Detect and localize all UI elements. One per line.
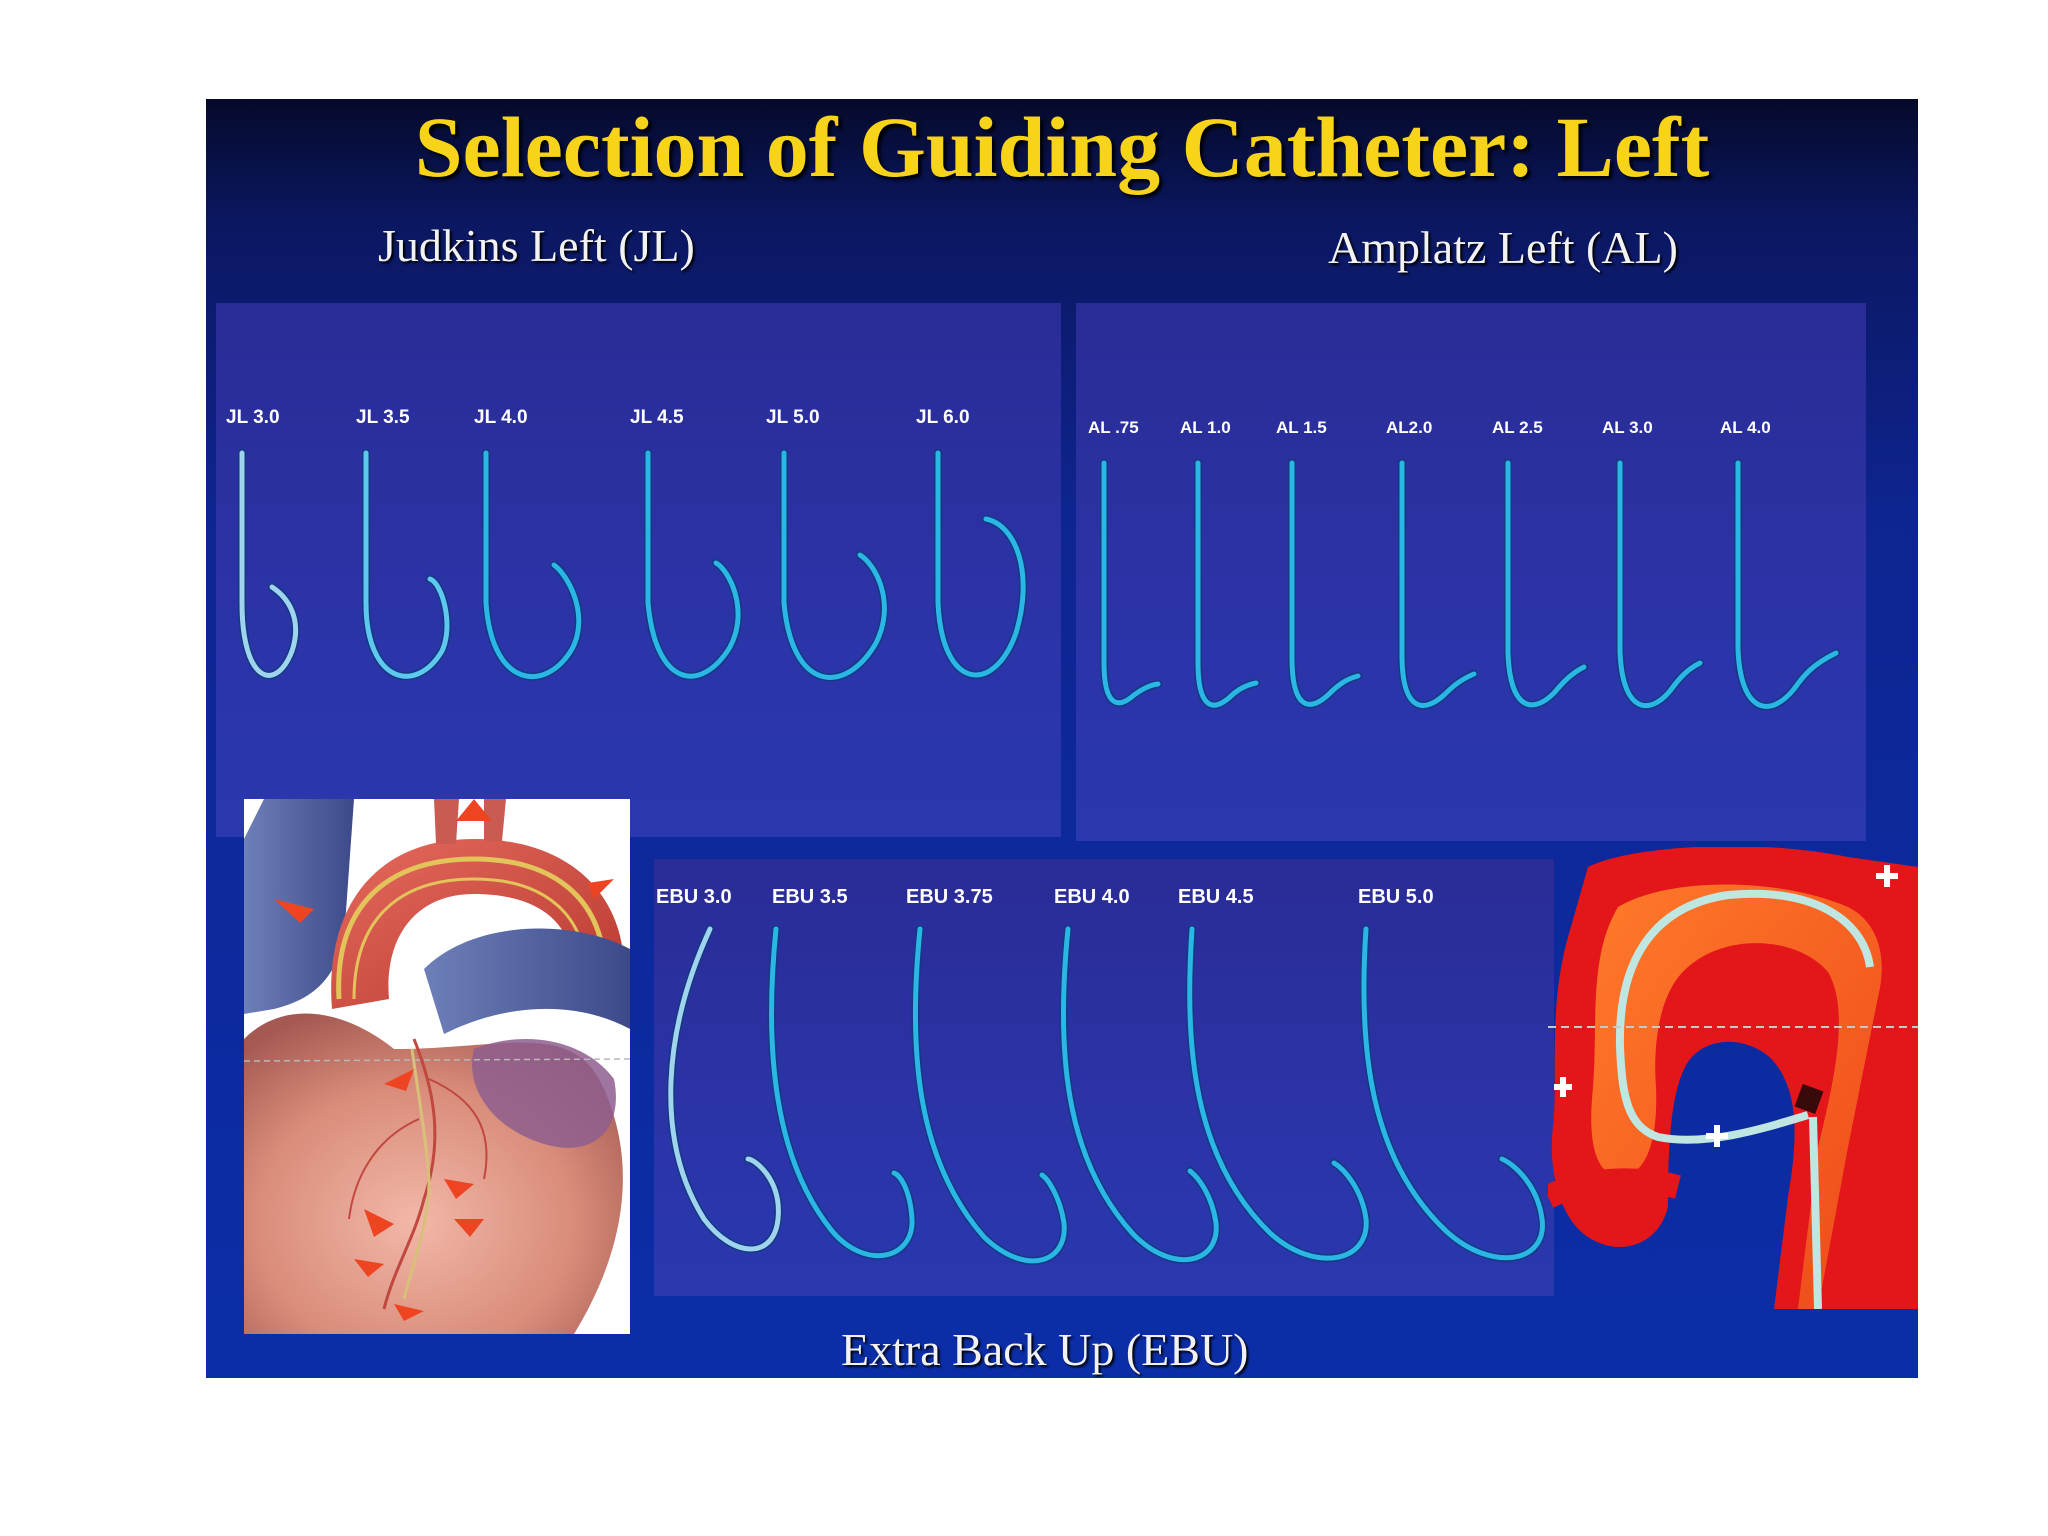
catheter-curve [1288,459,1362,709]
catheter-curve [1504,459,1588,709]
amplatz-left-catheters: AL .75 AL 1.0 AL 1.5 AL2.0 AL 2.5 AL 3.0… [1088,418,1840,711]
catheter-curve [666,925,783,1253]
heart-illustration [244,799,630,1334]
catheter-label: EBU 3.0 [656,886,732,908]
slide-title: Selection of Guiding Catheter: Left [414,99,1710,195]
catheter-label: EBU 4.0 [1054,886,1130,908]
judkins-left-panel: JL 3.0 JL 3.5 JL 4.0 JL 4.5 JL 5.0 JL 6.… [216,303,1061,837]
catheter-label: AL .75 [1088,418,1139,437]
catheter-label: EBU 3.5 [772,886,848,908]
catheter-label: JL 5.0 [766,407,820,428]
judkins-left-title: Judkins Left (JL) [378,220,695,271]
amplatz-left-title: Amplatz Left (AL) [1328,222,1678,273]
catheter-label: AL 1.0 [1180,418,1231,437]
catheter-label: AL 2.5 [1492,418,1543,437]
catheter-label: JL 4.0 [474,407,528,428]
extra-back-up-catheters: EBU 3.0 EBU 3.5 EBU 3.75 EBU 4.0 EBU 4.5… [656,886,1547,1265]
catheter-curve [1194,459,1260,710]
aortic-arch-illustration [1548,847,1918,1309]
catheter-curve [1185,925,1371,1263]
extra-back-up-title: Extra Back Up (EBU) [841,1324,1249,1375]
catheter-curve [911,925,1069,1265]
catheter-label: JL 4.5 [630,407,684,428]
catheter-curve [1616,459,1704,710]
catheter-curve [934,449,1028,679]
heart-icon [244,799,630,1334]
catheter-label: JL 6.0 [916,407,970,428]
catheter-label: AL2.0 [1386,418,1432,437]
amplatz-left-panel: AL .75 AL 1.0 AL 1.5 AL2.0 AL 2.5 AL 3.0… [1076,303,1866,841]
catheter-curve [780,449,889,682]
catheter-curve [1398,459,1478,710]
judkins-left-catheters: JL 3.0 JL 3.5 JL 4.0 JL 4.5 JL 5.0 JL 6.… [226,407,1028,682]
catheter-label: AL 4.0 [1720,418,1771,437]
catheter-label: AL 3.0 [1602,418,1653,437]
catheter-curve [1100,459,1162,707]
catheter-label: EBU 3.75 [906,886,993,908]
slide: Selection of Guiding Catheter: Left Judk… [206,99,1918,1378]
catheter-curve [1734,459,1840,711]
catheter-label: AL 1.5 [1276,418,1327,437]
catheter-label: EBU 5.0 [1358,886,1434,908]
catheter-label: JL 3.5 [356,407,410,428]
aorta-icon [1548,847,1918,1309]
catheter-label: EBU 4.5 [1178,886,1254,908]
catheter-curve [482,449,583,681]
extra-back-up-panel: EBU 3.0 EBU 3.5 EBU 3.75 EBU 4.0 EBU 4.5… [654,859,1554,1296]
catheter-curve [1059,925,1221,1264]
catheter-curve [644,449,743,681]
catheter-label: JL 3.0 [226,407,280,428]
catheter-curve [362,449,451,681]
catheter-curve [767,925,917,1260]
catheter-curve [1359,925,1547,1262]
catheter-curve [238,449,300,680]
